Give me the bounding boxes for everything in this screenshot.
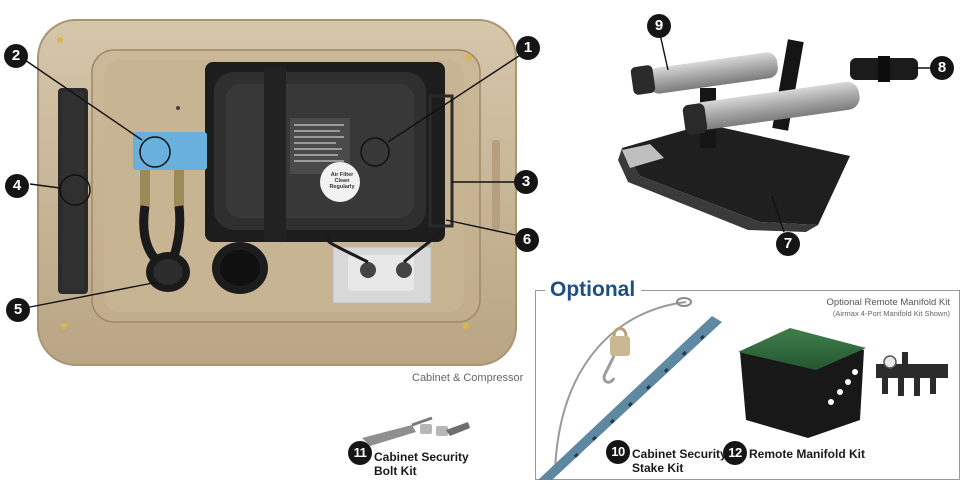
- callout-3: 3: [514, 170, 538, 194]
- caption-cabinet-compressor: Cabinet & Compressor: [412, 372, 524, 384]
- callout-4: 4: [5, 174, 29, 198]
- optional-accessories-panel: [535, 290, 960, 480]
- bolt-kit-parts: [362, 416, 470, 446]
- callout-12: 12: [723, 441, 747, 465]
- padlock: [610, 336, 630, 356]
- label-bolt-kit-line2: Bolt Kit: [374, 464, 417, 478]
- diffuser-base: [622, 124, 850, 225]
- callout-10: 10: [606, 440, 630, 464]
- callout-8: 8: [930, 56, 954, 80]
- remote-kit-subtitle: (Airmax 4-Port Manifold Kit Shown): [832, 309, 950, 318]
- callout-5: 5: [6, 298, 30, 322]
- compressor-sticker-text: Air Filter Clean Regularly: [329, 172, 355, 190]
- optional-title: Optional: [545, 277, 642, 303]
- callout-1: 1: [516, 36, 540, 60]
- callout-7: 7: [776, 232, 800, 256]
- security-stake: [538, 316, 722, 480]
- security-hook: [602, 355, 616, 384]
- callout-6: 6: [515, 228, 539, 252]
- membrane-tube-top: [648, 52, 778, 94]
- filter-sticker: [320, 162, 360, 202]
- callout-2: 2: [4, 44, 28, 68]
- callout-11: 11: [348, 441, 372, 465]
- label-bolt-kit: Cabinet Security Bolt Kit: [374, 450, 469, 478]
- label-stake-kit: Cabinet Security Stake Kit: [632, 447, 727, 475]
- label-bolt-kit-line1: Cabinet Security: [374, 450, 469, 464]
- label-stake-kit-line1: Cabinet Security: [632, 447, 727, 461]
- security-cable: [554, 301, 687, 471]
- callout-9: 9: [647, 14, 671, 38]
- label-stake-kit-line2: Stake Kit: [632, 461, 684, 475]
- remote-kit-title: Optional Remote Manifold Kit: [826, 297, 950, 308]
- membrane-tube-bottom: [690, 81, 860, 131]
- label-remote-manifold-kit: Remote Manifold Kit: [749, 447, 865, 461]
- four-port-manifold: [876, 364, 948, 378]
